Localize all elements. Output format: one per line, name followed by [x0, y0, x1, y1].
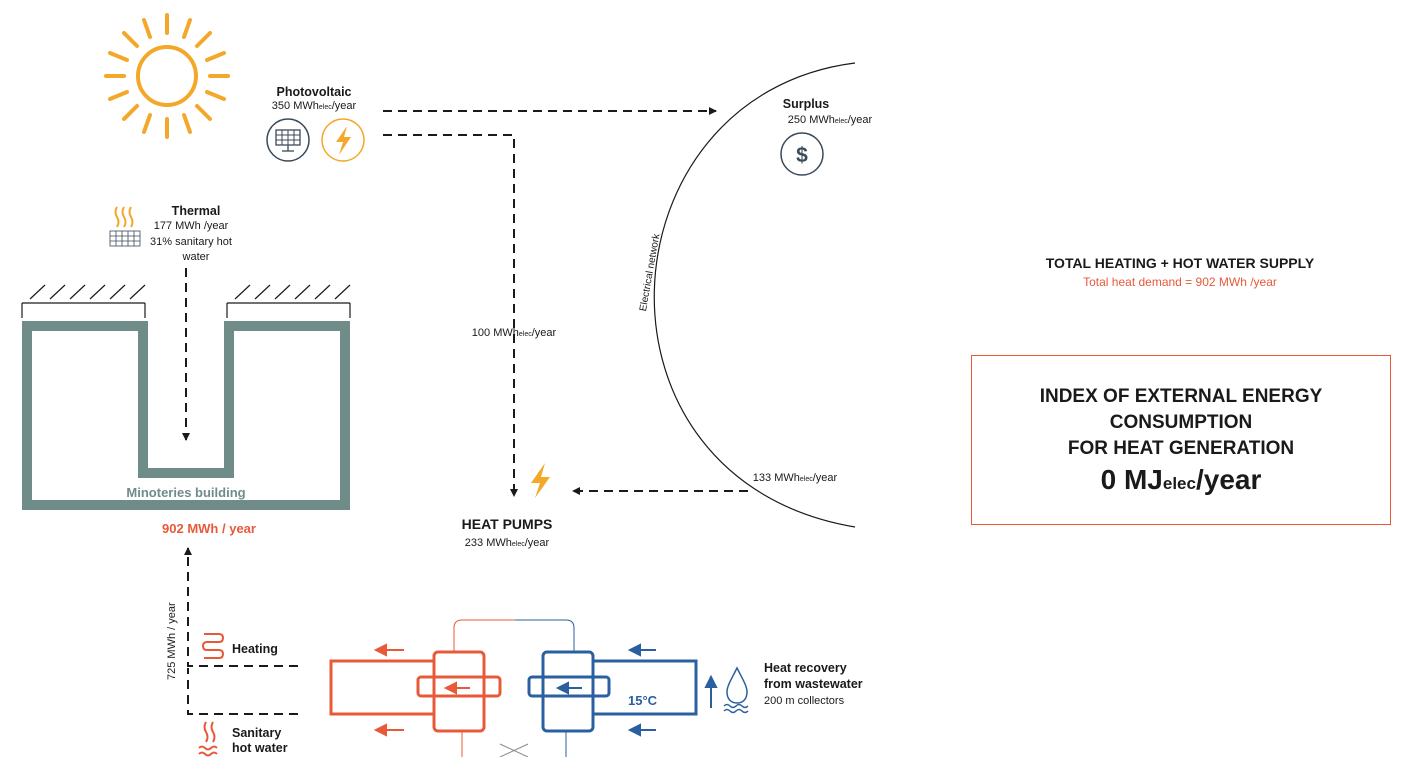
svg-text:$: $: [796, 144, 808, 167]
index-title: INDEX OF EXTERNAL ENERGY CONSUMPTION FOR…: [1039, 386, 1323, 459]
sanitary-line1: Sanitary: [232, 726, 282, 740]
pv-to-heatpumps-value: 100 MWhelec/year: [472, 327, 556, 341]
hot-flow-arrows: [373, 643, 470, 737]
refrigerant-loop-hot: [453, 619, 515, 652]
surplus-value-number: 250 MWh: [787, 114, 835, 126]
thermal-collector-icon: [109, 230, 141, 247]
sun-icon: [104, 13, 230, 139]
building-outline: [22, 321, 350, 510]
heat-pump-hot-side: [329, 650, 502, 733]
heat-pumps-unit-sub: elec: [511, 541, 525, 548]
photovoltaic-value: 350 MWhelec/year: [272, 100, 356, 114]
heat-pumps-title: HEAT PUMPS: [461, 516, 553, 532]
network-to-heatpumps-unit-tail: /year: [812, 472, 838, 484]
recovery-line2: from wastewater: [764, 677, 863, 691]
dollar-icon: $: [780, 132, 824, 176]
lightning-icon: [321, 118, 365, 162]
index-box: INDEX OF EXTERNAL ENERGY CONSUMPTION FOR…: [971, 355, 1391, 525]
roof-hatching: [21, 284, 351, 318]
index-unit-tail: /year: [1195, 464, 1262, 495]
cold-flow-arrows: [555, 643, 718, 737]
network-to-heatpumps-unit-sub: elec: [799, 476, 813, 483]
supply-flow-value: 725 MWh / year: [166, 602, 178, 680]
photovoltaic-value-number: 350 MWh: [271, 100, 319, 112]
sanitary-supply-flow: [187, 668, 298, 715]
index-value-number: 0 MJ: [1100, 464, 1163, 495]
photovoltaic-title: Photovoltaic: [276, 85, 352, 99]
photovoltaic-unit-sub: elec: [318, 104, 332, 111]
refrigerant-loop-cold: [515, 619, 575, 652]
heat-waves-icon: [114, 206, 134, 228]
heating-supply-flow: [184, 547, 298, 667]
water-drop-icon: [723, 666, 749, 714]
heat-pumps-value: 233 MWhelec/year: [465, 537, 549, 551]
thermal-line2: 31% sanitary hot: [150, 236, 232, 248]
heating-label: Heating: [232, 642, 278, 656]
heat-pump-lightning-icon: [531, 463, 550, 498]
heat-pumps-number: 233 MWh: [464, 537, 512, 549]
solar-panel-icon: [266, 118, 310, 162]
surplus-value: 250 MWhelec/year: [788, 114, 872, 128]
photovoltaic-unit-tail: /year: [331, 100, 357, 112]
heat-pump-cold-side: [527, 650, 698, 733]
surplus-title: Surplus: [782, 97, 830, 111]
network-to-heatpumps-value: 133 MWhelec/year: [753, 472, 837, 486]
radiator-coil-icon: [201, 633, 225, 659]
pv-to-heatpumps-number: 100 MWh: [471, 327, 519, 339]
building-name: Minoteries building: [126, 485, 246, 500]
recovery-line1: Heat recovery: [764, 661, 847, 675]
thermal-title: Thermal: [171, 204, 221, 218]
expansion-valve-icon: [499, 743, 529, 757]
sanitary-heat-waves-icon: [198, 721, 218, 757]
network-to-heatpumps-number: 133 MWh: [752, 472, 800, 484]
heat-pumps-unit-tail: /year: [524, 537, 550, 549]
total-subtitle: Total heat demand = 902 MWh /year: [1083, 275, 1277, 289]
surplus-unit-tail: /year: [847, 114, 873, 126]
index-unit-sub: elec: [1162, 474, 1196, 493]
pv-to-heatpumps-unit-tail: /year: [531, 327, 557, 339]
sanitary-line2: hot water: [232, 741, 288, 755]
index-value: 0 MJelec/year: [972, 464, 1390, 500]
recovery-line3: 200 m collectors: [764, 695, 845, 707]
electrical-network-arc: [653, 62, 856, 528]
thermal-line3: water: [182, 251, 210, 263]
surplus-unit-sub: elec: [834, 118, 848, 125]
total-title: TOTAL HEATING + HOT WATER SUPPLY: [1045, 255, 1315, 271]
thermal-line1: 177 MWh /year: [153, 220, 229, 232]
pv-to-heatpumps-flow: [383, 134, 518, 497]
building-demand: 902 MWh / year: [162, 521, 256, 536]
pv-to-heatpumps-unit-sub: elec: [518, 331, 532, 338]
wastewater-temperature: 15°C: [628, 693, 658, 708]
